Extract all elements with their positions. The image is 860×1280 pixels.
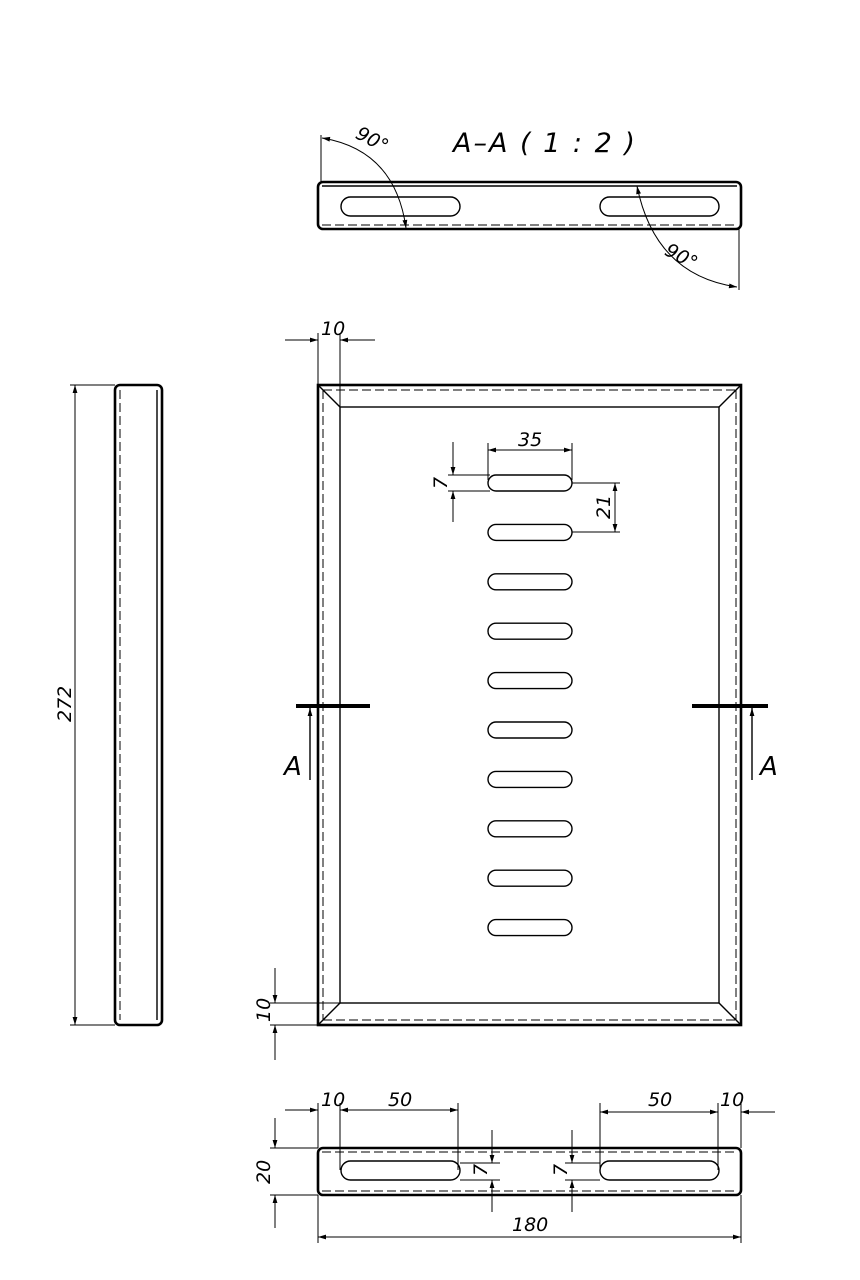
angle-label-left: 90°	[352, 122, 392, 157]
section-slot-right	[599, 196, 720, 217]
front-slot	[487, 474, 573, 492]
section-title: A–A ( 1 : 2 )	[451, 128, 637, 159]
front-slot	[487, 573, 573, 591]
angle-dimension-left	[321, 136, 408, 229]
section-slot-left	[340, 196, 461, 217]
angle-label-right: 90°	[661, 239, 701, 274]
front-slot	[487, 671, 573, 690]
dim-right-slot: 50	[648, 1089, 672, 1111]
section-outline	[316, 180, 743, 231]
front-slot	[487, 622, 573, 640]
dim-slot-width: 7	[430, 477, 452, 489]
bottom-view: 10 50 50 10 20 7 7 180	[253, 1089, 775, 1243]
dim-slot-pitch: 21	[593, 495, 615, 519]
bottom-slot-right	[599, 1160, 720, 1181]
front-slot	[487, 770, 573, 789]
dim-bottom-height: 20	[253, 1160, 275, 1184]
dim-left-slot: 50	[388, 1089, 412, 1111]
side-view: 272	[54, 383, 164, 1027]
angle-dimension-right	[636, 185, 738, 289]
bottom-slot-left	[340, 1160, 461, 1181]
front-slot	[487, 523, 573, 542]
dim-left-edge: 10	[321, 1089, 345, 1111]
dim-side-height: 272	[54, 686, 76, 722]
dim-slot-length: 35	[518, 429, 542, 451]
section-mark-left: A	[282, 752, 302, 782]
front-slot	[487, 918, 573, 937]
dim-total-width: 180	[512, 1214, 548, 1236]
section-view: A–A ( 1 : 2 ) 90° 90°	[316, 122, 743, 290]
dim-right-edge: 10	[720, 1089, 744, 1111]
front-slot	[487, 869, 573, 887]
dim-slot-width-right: 7	[550, 1164, 572, 1176]
section-mark-right: A	[758, 752, 778, 782]
front-slot	[487, 721, 573, 739]
dim-frame-width-top: 10	[321, 318, 345, 340]
side-outline	[113, 383, 164, 1027]
front-inner-outline	[339, 406, 720, 1004]
front-view: 10 35 7 21 A A 10	[253, 318, 778, 1060]
slot-column	[487, 474, 573, 937]
front-slot	[487, 820, 573, 838]
dim-slot-width-left: 7	[470, 1164, 492, 1176]
front-outline	[316, 383, 743, 1027]
bottom-outline	[316, 1146, 743, 1197]
dim-frame-width-bottom: 10	[253, 998, 275, 1022]
